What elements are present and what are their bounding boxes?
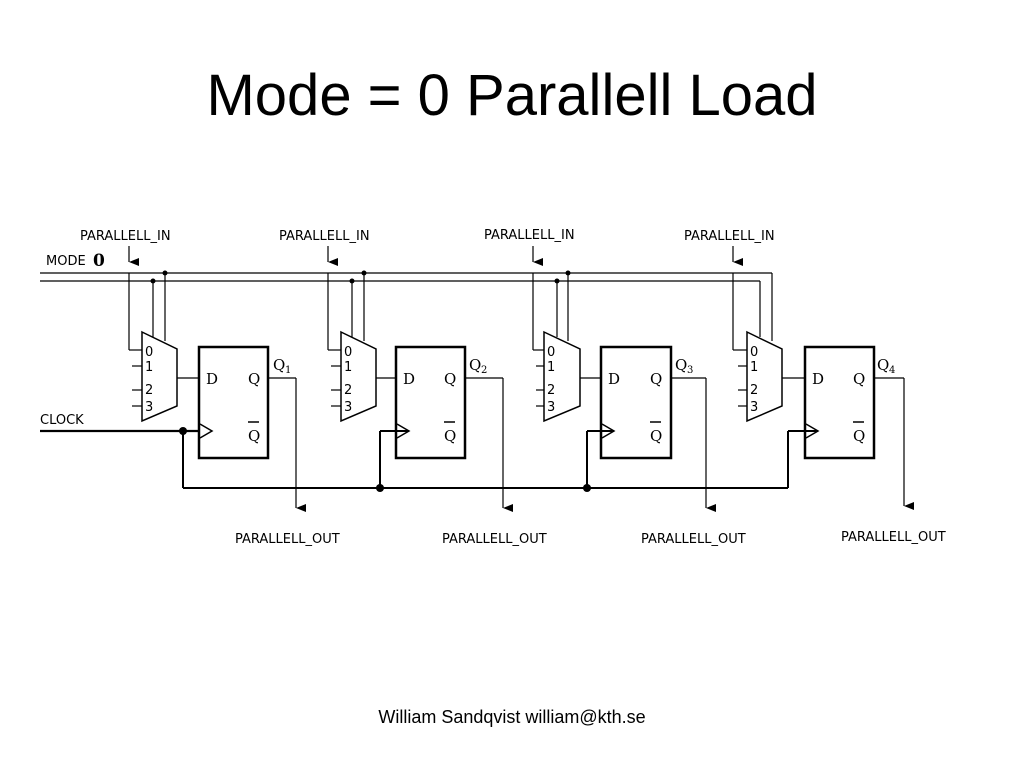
svg-text:Q: Q — [444, 427, 456, 445]
mux-1 — [141, 330, 178, 423]
svg-text:Q: Q — [248, 370, 260, 388]
svg-text:Q: Q — [273, 356, 285, 374]
mode-value: 0 — [93, 251, 105, 271]
svg-text:Q: Q — [248, 427, 260, 445]
svg-text:2: 2 — [344, 383, 352, 398]
svg-text:2: 2 — [547, 383, 555, 398]
svg-text:1: 1 — [547, 360, 555, 375]
svg-text:1: 1 — [145, 360, 153, 375]
flip-flop-4 — [803, 345, 876, 460]
svg-text:3: 3 — [145, 400, 153, 415]
svg-text:D: D — [812, 370, 824, 388]
svg-text:Q: Q — [650, 427, 662, 445]
stage-1: PARALLELL_IN 0 1 2 3 D Q Q Q 1 PARALLELL… — [80, 229, 340, 547]
svg-text:2: 2 — [145, 383, 153, 398]
svg-text:1: 1 — [285, 365, 291, 376]
parallel-in-label-1: PARALLELL_IN — [80, 229, 171, 244]
flip-flop-3 — [599, 345, 673, 460]
mux-3 — [543, 330, 581, 423]
svg-text:Q: Q — [853, 370, 865, 388]
svg-text:3: 3 — [687, 365, 693, 376]
mode-label: MODE — [46, 254, 86, 269]
svg-text:3: 3 — [750, 400, 758, 415]
clock-label: CLOCK — [40, 413, 84, 428]
stage-4: PARALLELL_IN 0 1 2 3 D Q Q Q 4 PARALLELL… — [684, 229, 946, 545]
svg-text:3: 3 — [344, 400, 352, 415]
svg-text:Q: Q — [469, 356, 481, 374]
svg-text:Q: Q — [853, 427, 865, 445]
svg-text:Q: Q — [877, 356, 889, 374]
parallel-in-label-4: PARALLELL_IN — [684, 229, 775, 244]
svg-text:2: 2 — [481, 365, 487, 376]
svg-text:0: 0 — [547, 345, 555, 360]
stage-3: PARALLELL_IN 0 1 2 3 D Q Q Q 3 PARALLELL… — [484, 228, 746, 547]
svg-text:Q: Q — [675, 356, 687, 374]
stage-2: PARALLELL_IN 0 1 2 3 D Q Q Q 2 PARALLELL… — [279, 229, 547, 547]
svg-text:0: 0 — [145, 345, 153, 360]
svg-text:D: D — [206, 370, 218, 388]
footer-author: William Sandqvist william@kth.se — [378, 707, 646, 727]
clock-junction — [179, 427, 187, 435]
parallel-out-label-3: PARALLELL_OUT — [641, 532, 746, 547]
svg-text:1: 1 — [750, 360, 758, 375]
svg-text:Q: Q — [650, 370, 662, 388]
mux-4 — [746, 330, 783, 423]
parallel-in-label-3: PARALLELL_IN — [484, 228, 575, 243]
svg-text:D: D — [403, 370, 415, 388]
svg-text:0: 0 — [750, 345, 758, 360]
page-title: Mode = 0 Parallell Load — [206, 63, 818, 128]
svg-text:2: 2 — [750, 383, 758, 398]
svg-text:4: 4 — [889, 365, 895, 376]
flip-flop-2 — [394, 345, 467, 460]
flip-flop-1 — [197, 345, 270, 460]
parallel-out-label-1: PARALLELL_OUT — [235, 532, 340, 547]
svg-text:Q: Q — [444, 370, 456, 388]
parallel-in-label-2: PARALLELL_IN — [279, 229, 370, 244]
svg-text:3: 3 — [547, 400, 555, 415]
svg-text:D: D — [608, 370, 620, 388]
mux-2 — [340, 330, 377, 423]
parallel-out-label-2: PARALLELL_OUT — [442, 532, 547, 547]
parallel-out-label-4: PARALLELL_OUT — [841, 530, 946, 545]
svg-text:0: 0 — [344, 345, 352, 360]
svg-text:1: 1 — [344, 360, 352, 375]
